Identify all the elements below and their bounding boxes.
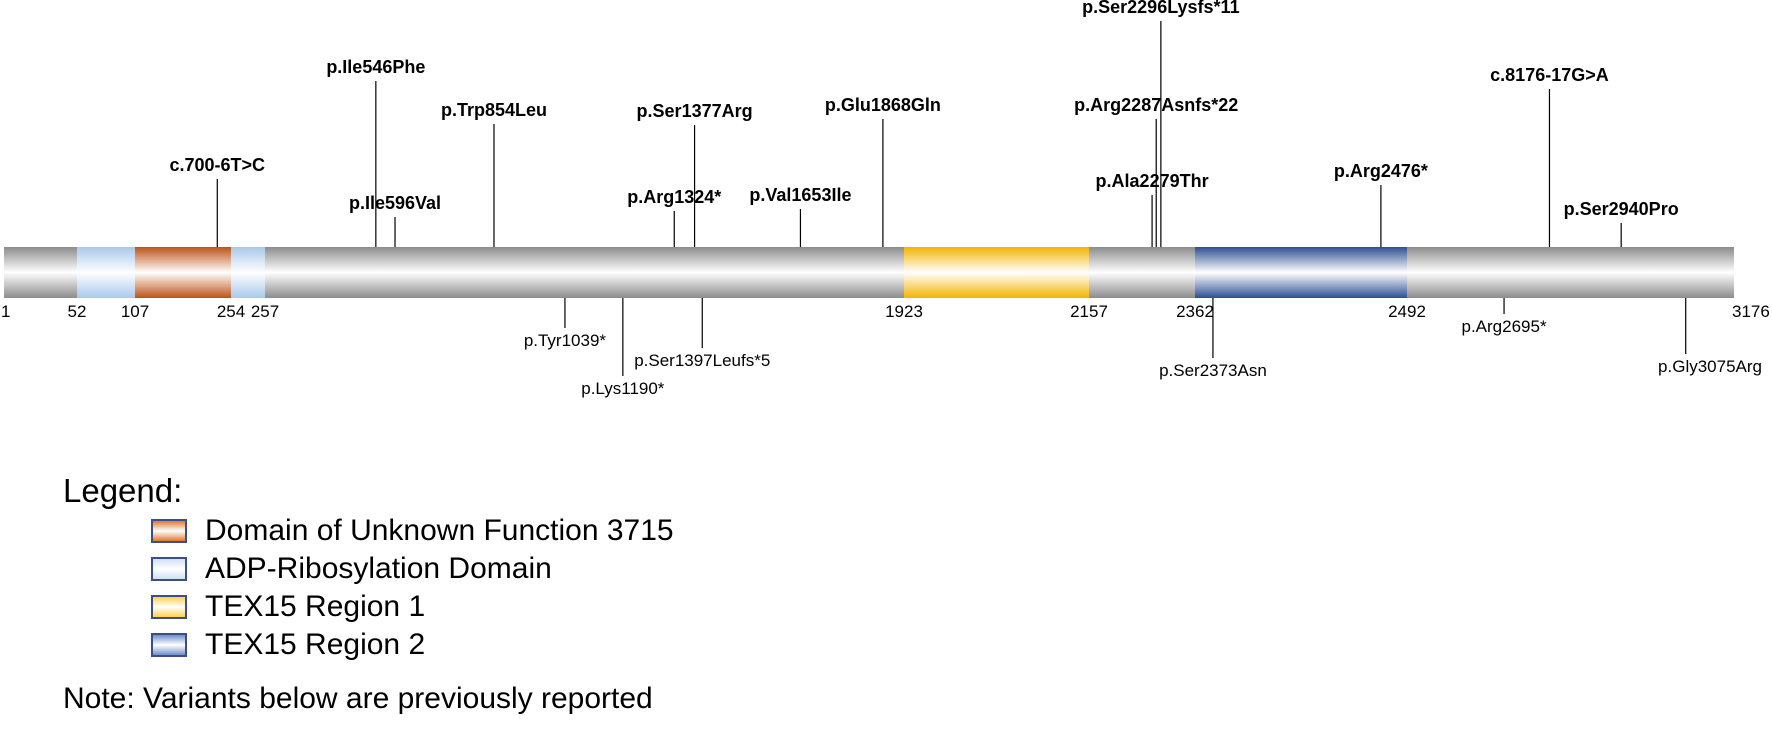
- reported-variants: p.Tyr1039* p.Lys1190* p.Ser1397Leufs*5 p.Se…: [524, 298, 1762, 398]
- variant-label: p.Ile546Phe: [326, 57, 425, 77]
- tick-label: 1: [1, 302, 10, 321]
- variant-label: p.Arg2476*: [1334, 161, 1428, 181]
- tick-label: 2157: [1070, 302, 1108, 321]
- legend-swatch-tex15-region-1: [151, 595, 187, 619]
- protein-backbone: [4, 247, 1734, 298]
- tick-label: 2492: [1388, 302, 1426, 321]
- legend-label: Domain of Unknown Function 3715: [205, 514, 674, 547]
- variant-label: p.Lys1190*: [581, 379, 665, 398]
- legend: Legend: Domain of Unknown Function 3715 …: [63, 472, 674, 716]
- protein-bar: [4, 247, 1734, 298]
- tick-label: 257: [251, 302, 279, 321]
- tick-label: 107: [121, 302, 149, 321]
- legend-swatch-tex15-region-2: [151, 633, 187, 657]
- legend-item-tex15-region-2: TEX15 Region 2: [151, 626, 674, 664]
- variant-label: p.Glu1868Gln: [825, 95, 941, 115]
- variant-label: p.Ser1397Leufs*5: [634, 351, 770, 370]
- variant-label: p.Ser2940Pro: [1564, 199, 1679, 219]
- legend-item-tex15-region-1: TEX15 Region 1: [151, 588, 674, 626]
- variant-label: p.Arg2287Asnfs*22: [1074, 95, 1238, 115]
- legend-swatch-duf3715: [151, 519, 187, 543]
- legend-note: Note: Variants below are previously repo…: [63, 682, 653, 715]
- legend-label: TEX15 Region 1: [205, 590, 426, 623]
- novel-variants: c.700-6T>C p.Ile546Phe p.Ile596Val p.Trp854…: [170, 0, 1679, 247]
- variant-label: c.700-6T>C: [170, 155, 266, 175]
- domain-segment: [1195, 247, 1407, 298]
- domain-segment: [904, 247, 1089, 298]
- variant-label: p.Tyr1039*: [524, 331, 607, 350]
- variant-label: p.Arg2695*: [1462, 317, 1547, 336]
- tick-label: 52: [68, 302, 87, 321]
- legend-label: ADP-Ribosylation Domain: [205, 552, 552, 585]
- variant-label: p.Arg1324*: [627, 187, 721, 207]
- domain-segment: [135, 247, 231, 298]
- tick-label: 2362: [1176, 302, 1214, 321]
- domain-segments: [77, 247, 1407, 298]
- legend-label: TEX15 Region 2: [205, 628, 426, 661]
- legend-title: Legend:: [63, 472, 183, 509]
- tick-label: 3176: [1732, 302, 1770, 321]
- variant-label: p.Ser2296Lysfs*11: [1082, 0, 1239, 17]
- variant-label: p.Ile596Val: [349, 193, 441, 213]
- variant-label: p.Gly3075Arg: [1658, 357, 1762, 376]
- legend-list: Domain of Unknown Function 3715 ADP-Ribo…: [151, 512, 674, 664]
- domain-segment: [231, 247, 265, 298]
- domain-segment: [77, 247, 135, 298]
- variant-label: p.Ser2373Asn: [1159, 361, 1267, 380]
- legend-item-adp-ribosylation: ADP-Ribosylation Domain: [151, 550, 674, 588]
- tick-label: 254: [217, 302, 245, 321]
- variant-label: p.Ser1377Arg: [637, 101, 753, 121]
- variant-label: p.Trp854Leu: [441, 100, 547, 120]
- variant-label: c.8176-17G>A: [1490, 65, 1609, 85]
- position-ticks: 1 52 107 254 257 1923 2157 2362 2492 3176: [1, 302, 1770, 321]
- legend-swatch-adp-ribosylation: [151, 557, 187, 581]
- tick-label: 1923: [885, 302, 923, 321]
- variant-label: p.Val1653Ile: [749, 185, 851, 205]
- legend-item-duf3715: Domain of Unknown Function 3715: [151, 512, 674, 550]
- variant-label: p.Ala2279Thr: [1096, 171, 1209, 191]
